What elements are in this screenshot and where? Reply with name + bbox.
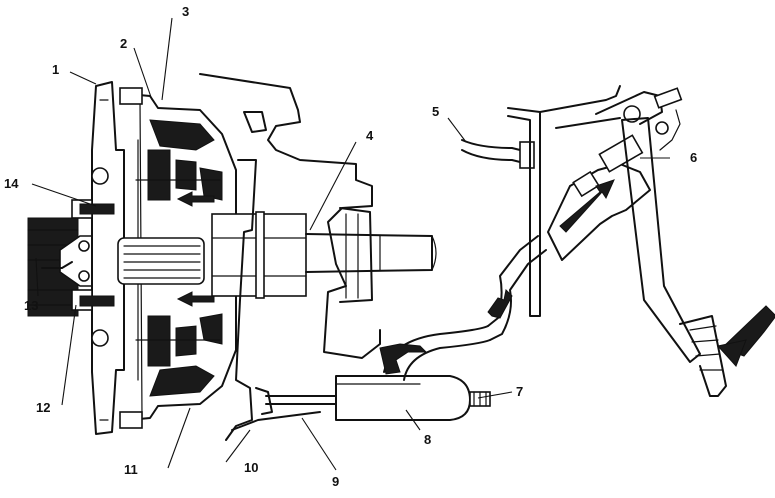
- brake-pipe: [461, 139, 535, 169]
- callout-5: 5: [432, 104, 439, 119]
- slave-cylinder: [231, 375, 491, 431]
- pedal-bracket: [555, 87, 683, 135]
- callout-4: 4: [366, 128, 374, 143]
- callout-1: 1: [52, 62, 59, 77]
- callout-7: 7: [516, 384, 523, 399]
- leader-lines: [31, 17, 670, 471]
- callout-2: 2: [120, 36, 127, 51]
- callout-3: 3: [182, 4, 189, 19]
- crankshaft-hub: [27, 217, 93, 317]
- clutch-cover: [119, 87, 237, 429]
- clutch-pedal: [621, 117, 727, 397]
- clutch-disc-hub: [117, 237, 205, 285]
- pedal-force-arrowhead: [717, 339, 747, 367]
- callouts: 1 2 3 4 5 6 7 8 9 10 11 12 13 14: [4, 4, 697, 489]
- callout-8: 8: [424, 432, 431, 447]
- release-bearing: [211, 211, 307, 299]
- callout-9: 9: [332, 474, 339, 489]
- master-cylinder: [547, 109, 681, 261]
- input-shaft: [305, 233, 437, 273]
- callout-11: 11: [124, 462, 138, 477]
- callout-6: 6: [690, 150, 697, 165]
- firewall-bulkhead: [507, 85, 621, 317]
- callout-14: 14: [4, 176, 19, 191]
- callout-10: 10: [244, 460, 258, 475]
- callout-12: 12: [36, 400, 50, 415]
- callout-13: 13: [24, 298, 38, 313]
- hydraulic-hose: [379, 235, 547, 381]
- flywheel: [71, 81, 125, 435]
